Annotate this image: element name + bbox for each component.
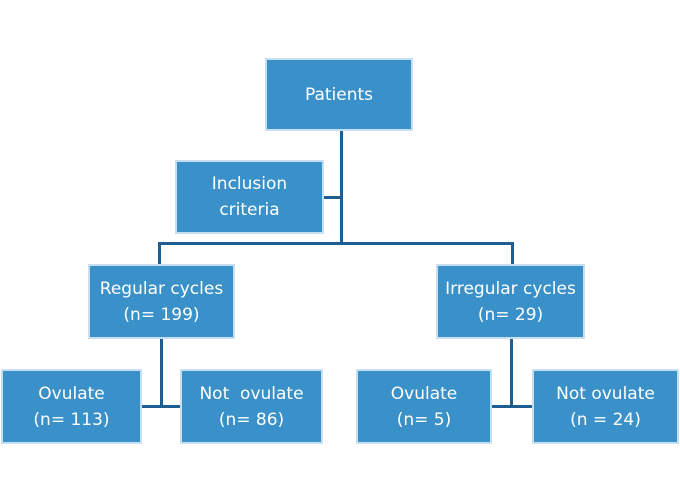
node-regular-ovulate-label: Ovulate (38, 383, 105, 404)
connector-irregular-children (490, 405, 534, 408)
connector-irregular-trunk (510, 338, 513, 408)
connector-inclusion (322, 196, 342, 199)
node-regular-cycles: Regular cycles (n= 199) (88, 264, 235, 339)
node-regular-ovulate-count: (n= 113) (33, 409, 110, 430)
connector-regular-trunk (160, 338, 163, 408)
node-inclusion-line2: criteria (219, 200, 280, 220)
connector-regular-children (140, 405, 182, 408)
node-patients-label: Patients (304, 84, 374, 105)
connector-to-irregular (511, 242, 514, 266)
node-irregular-ovulate-label: Ovulate (390, 383, 458, 404)
node-irregular-count: (n= 29) (477, 304, 544, 325)
node-irregular-not-ovulate-count: (n = 24) (570, 409, 641, 430)
node-inclusion-criteria: Inclusion criteria (175, 160, 324, 234)
node-irregular-cycles: Irregular cycles (n= 29) (436, 264, 585, 339)
connector-to-regular (158, 242, 161, 266)
node-regular-not-ovulate: Not ovulate (n= 86) (180, 369, 323, 444)
node-regular-not-ovulate-label: Not ovulate (199, 383, 304, 404)
node-regular-ovulate: Ovulate (n= 113) (1, 369, 142, 444)
node-regular-not-ovulate-count: (n= 86) (218, 409, 285, 430)
node-regular-label: Regular cycles (99, 278, 224, 299)
connector-branch-horizontal (158, 242, 514, 245)
connector-root-trunk (340, 129, 343, 245)
node-patients: Patients (265, 58, 413, 131)
node-irregular-label: Irregular cycles (445, 278, 576, 299)
node-irregular-ovulate-count: (n= 5) (396, 409, 452, 430)
node-irregular-ovulate: Ovulate (n= 5) (356, 369, 492, 444)
node-inclusion-line1: Inclusion (211, 174, 288, 194)
node-irregular-not-ovulate-label: Not ovulate (556, 383, 655, 404)
node-irregular-not-ovulate: Not ovulate (n = 24) (532, 369, 679, 444)
node-regular-count: (n= 199) (123, 304, 200, 325)
